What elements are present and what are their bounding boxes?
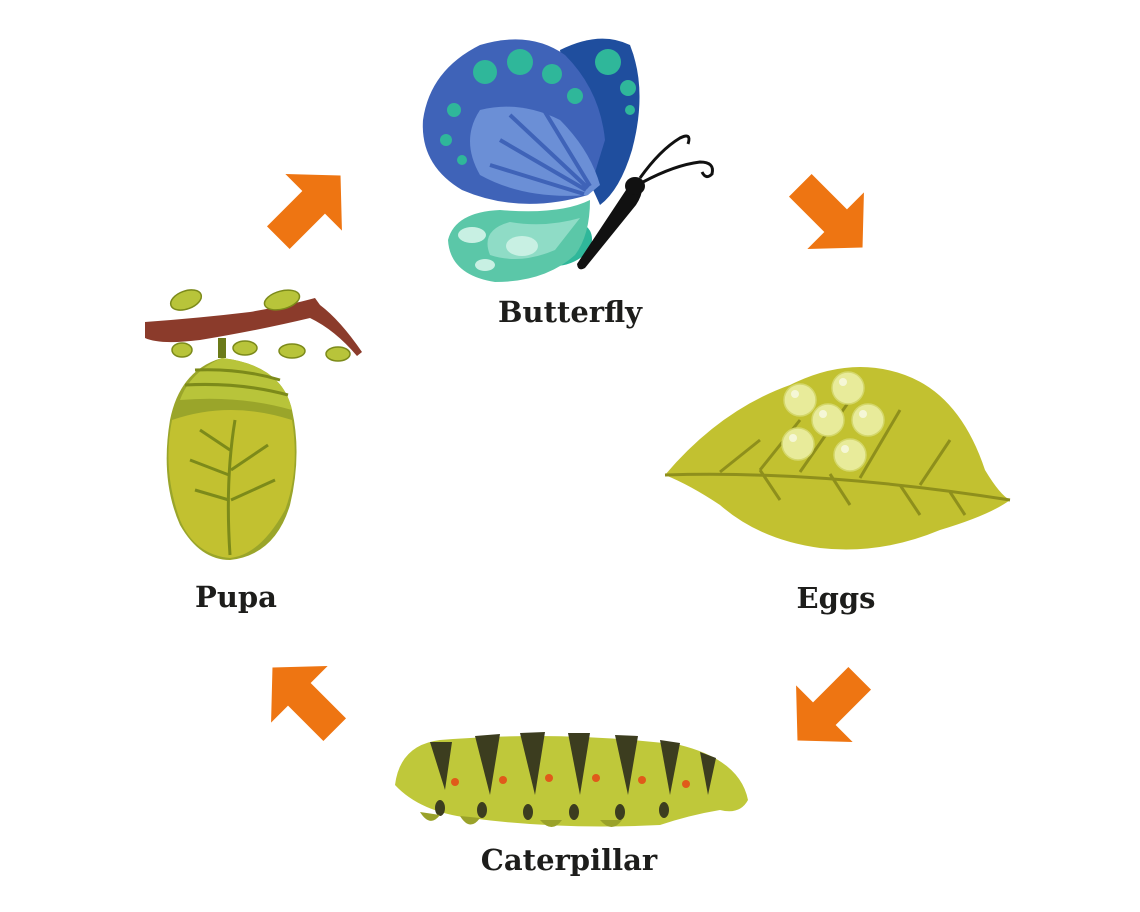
stage-label-caterpillar: Caterpillar (481, 843, 658, 877)
stage-label-eggs: Eggs (797, 581, 876, 615)
arrow-icon-caterpillar-to-pupa (244, 639, 363, 758)
arrow-icon-butterfly-to-eggs (772, 157, 891, 276)
arrow-icon-pupa-to-butterfly (250, 147, 369, 266)
butterfly-icon (422, 38, 714, 282)
chrysalis-icon (145, 289, 362, 560)
stage-label-pupa: Pupa (195, 580, 277, 614)
arrow-icon-eggs-to-caterpillar (769, 650, 888, 769)
caterpillar-icon (395, 732, 748, 827)
leaf-with-eggs-icon (664, 367, 1011, 550)
stage-label-butterfly: Butterfly (498, 295, 643, 329)
